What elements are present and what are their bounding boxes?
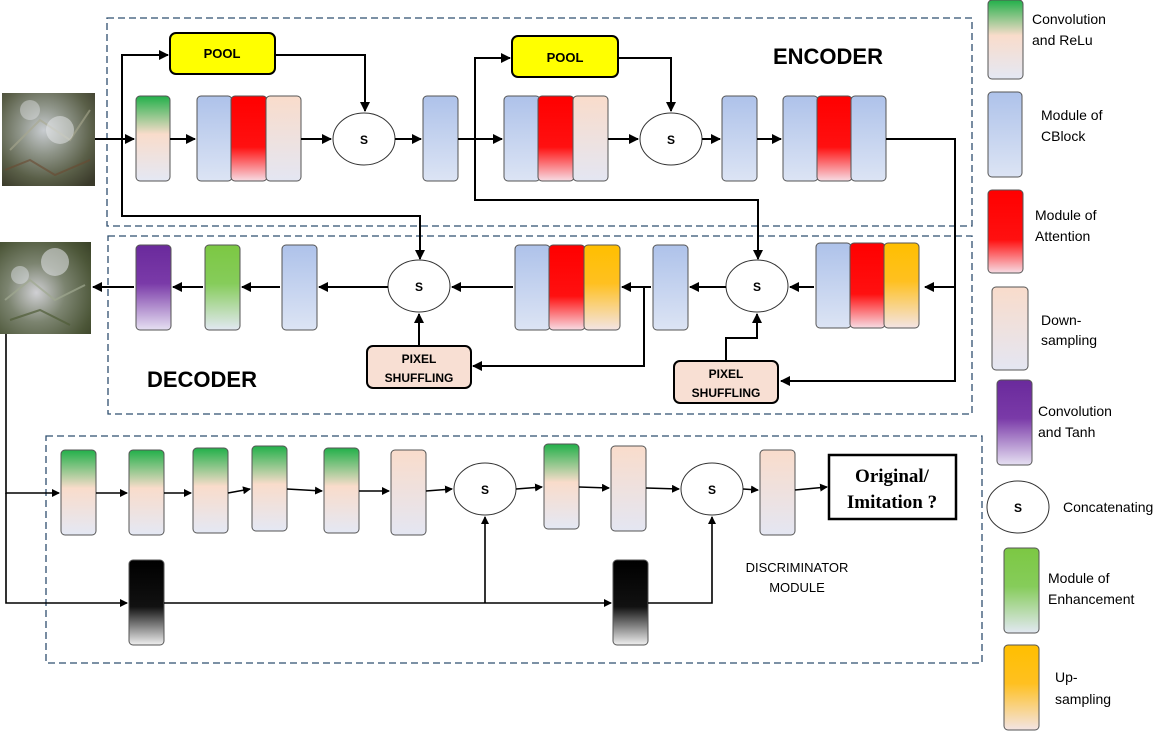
decoder-frame [107,235,973,415]
pool-label: POOL [547,50,584,65]
legend-label: and Tanh [1038,424,1095,440]
downsampling-block [759,449,796,536]
concat-symbol: S [667,133,675,147]
legend-label: sampling [1055,691,1111,707]
legend-item-concatenating: S Concatenating [986,480,1153,534]
concat-symbol: S [1014,501,1022,515]
legend-label: Enhancement [1048,591,1135,607]
encoder-arrows [95,50,956,386]
legend-label: and ReLu [1032,32,1093,48]
conv-relu-block [128,449,165,536]
conv-relu-block [135,95,171,182]
discriminator-arrows [5,334,828,607]
decoder-title: DECODER [147,367,257,392]
encoder-frame [106,17,973,227]
downsampling-block [610,445,647,532]
pool-label: POOL [204,46,241,61]
legend-item-upsampling: Up- sampling [1003,644,1111,731]
legend-label: Convolution [1032,11,1106,27]
cblock-attention-downsampling-group-1 [196,95,302,182]
cblock-attention-upsampling-group-2 [815,242,920,329]
cblock-attention-upsampling-group-1 [514,244,621,331]
original-imitation-box: Original/ Imitation ? [827,453,958,521]
conv-relu-block [543,443,580,530]
legend-label: Attention [1035,228,1090,244]
output-label: Original/ [855,466,930,487]
encoder-title: ENCODER [773,44,883,69]
pixel-shuffling-box-2: PIXEL SHUFFLING [673,360,779,404]
concat-symbol: S [360,133,368,147]
legend-item-downsampling: Down- sampling [991,286,1097,371]
black-feature-block [128,559,165,646]
legend-label: Module of [1048,570,1110,586]
black-feature-block [612,559,649,646]
legend-item-cblock: Module of CBlock [987,91,1103,178]
legend-label: Up- [1055,669,1078,685]
legend-label: sampling [1041,332,1097,348]
concat-symbol: S [753,280,761,294]
discriminator-title: DISCRIMINATOR [746,560,849,575]
discriminator-title: MODULE [769,580,825,595]
pixel-shuffle-label: PIXEL [709,367,744,381]
pixel-shuffle-label: SHUFFLING [385,371,454,385]
pixel-shuffle-label: PIXEL [402,352,437,366]
pixel-shuffle-label: SHUFFLING [692,386,761,400]
concat-symbol: S [481,483,489,497]
legend-label: Down- [1041,312,1082,328]
legend: Convolution and ReLu Module of CBlock Mo… [986,0,1153,731]
conv-relu-block [251,445,288,532]
legend-label: Convolution [1038,403,1112,419]
legend-item-enhancement: Module of Enhancement [1003,547,1135,634]
cblock-attention-cblock-group [782,95,887,182]
output-satellite-image [0,242,91,334]
cblock-attention-downsampling-group-2 [503,95,609,182]
legend-label: Concatenating [1063,499,1153,515]
conv-relu-block [60,449,97,536]
concat-symbol: S [415,280,423,294]
pool-box-1: POOL [169,32,276,75]
legend-item-conv-relu: Convolution and ReLu [987,0,1106,80]
discriminator-row: S S Original/ Imitation ? DISCRIMINATOR … [60,443,958,646]
conv-tanh-block [135,244,172,331]
input-satellite-image [2,93,95,186]
legend-label: Module of [1041,107,1103,123]
concat-symbol: S [708,483,716,497]
cblock-block [281,244,318,331]
legend-item-attention: Module of Attention [987,189,1097,274]
encoder-row: S S POOL POOL ENCODER [135,32,887,182]
pixel-shuffling-box-1: PIXEL SHUFFLING [366,345,472,389]
cblock-block [721,95,758,182]
pool-box-2: POOL [511,35,619,78]
discriminator-frame [45,435,983,664]
conv-relu-block [323,447,360,534]
legend-label: Module of [1035,207,1097,223]
downsampling-block [390,449,427,536]
cblock-block [652,244,689,331]
decoder-arrows [92,282,814,371]
enhancement-block [204,244,241,331]
decoder-row: S S PIXEL SHUFFLING PIXEL SHUFFLING DECO… [135,242,920,404]
conv-relu-block [192,447,229,534]
cblock-block [422,95,459,182]
output-label: Imitation ? [847,492,937,513]
legend-label: CBlock [1041,128,1086,144]
legend-item-conv-tanh: Convolution and Tanh [996,379,1112,466]
